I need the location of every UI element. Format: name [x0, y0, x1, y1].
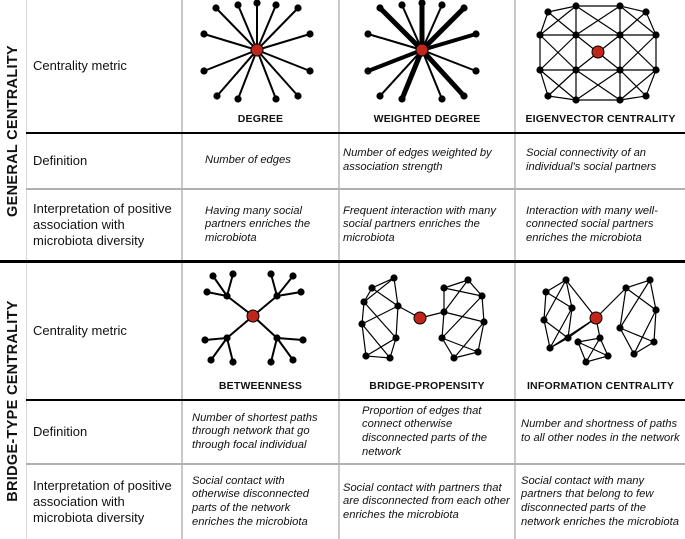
betweenness-network-diagram — [201, 270, 307, 366]
metric-name-degree: DEGREE — [237, 113, 284, 125]
row-divider — [26, 463, 685, 465]
metric-name-information-centrality: INFORMATION CENTRALITY — [526, 380, 675, 392]
definition-betweenness: Number of shortest paths through network… — [192, 411, 318, 451]
definition-bridge-propensity: Proportion of edges that connect otherwi… — [362, 404, 488, 458]
column-divider — [338, 0, 340, 539]
eigenvector-network-diagram — [536, 2, 660, 104]
bridge-propensity-network-diagram — [358, 274, 488, 362]
focal-node — [246, 309, 260, 323]
row-label-interpretation: Interpretation of positive association w… — [33, 478, 172, 525]
definition-eigenvector: Social connectivity of an individual's s… — [526, 147, 657, 173]
section-title-general: GENERAL CENTRALITY — [5, 45, 22, 217]
weighted-degree-network-diagram — [364, 0, 480, 103]
interpretation-eigenvector: Interaction with many well-connected soc… — [526, 204, 658, 244]
row-divider — [26, 132, 685, 134]
metric-name-eigenvector: EIGENVECTOR CENTRALITY — [525, 113, 676, 125]
row-label-interpretation: Interpretation of positive association w… — [33, 201, 172, 248]
focal-node — [250, 43, 264, 57]
row-label-definition: Definition — [33, 153, 88, 168]
column-divider — [26, 0, 27, 539]
definition-degree: Number of edges — [205, 154, 291, 167]
metric-name-bridge-propensity: BRIDGE-PROPENSITY — [369, 380, 485, 392]
metric-name-weighted-degree: WEIGHTED DEGREE — [373, 113, 481, 125]
interpretation-betweenness: Social contact with otherwise disconnect… — [192, 474, 309, 528]
focal-node — [591, 45, 605, 59]
row-label-centrality-metric: Centrality metric — [33, 323, 127, 338]
focal-node — [415, 43, 429, 57]
focal-node — [589, 311, 603, 325]
metric-name-betweenness: BETWEENNESS — [218, 380, 303, 392]
section-title-bridge: BRIDGE-TYPE CENTRALITY — [5, 299, 21, 502]
interpretation-weighted-degree: Frequent interaction with many social pa… — [343, 204, 496, 244]
row-divider — [26, 188, 685, 190]
interpretation-degree: Having many social partners enriches the… — [205, 204, 311, 244]
row-label-definition: Definition — [33, 424, 88, 439]
definition-information-centrality: Number and shortness of paths to all oth… — [521, 418, 680, 444]
interpretation-bridge-propensity: Social contact with partners that are di… — [343, 481, 510, 521]
column-divider — [514, 0, 516, 539]
degree-network-diagram — [200, 0, 314, 103]
focal-node — [413, 311, 427, 325]
section-divider — [0, 260, 685, 263]
column-divider — [181, 0, 183, 539]
definition-weighted-degree: Number of edges weighted by association … — [343, 147, 492, 173]
information-centrality-network-diagram — [540, 276, 660, 366]
interpretation-information-centrality: Social contact with many partners that b… — [521, 474, 679, 528]
row-divider — [26, 399, 685, 401]
row-label-centrality-metric: Centrality metric — [33, 58, 127, 73]
